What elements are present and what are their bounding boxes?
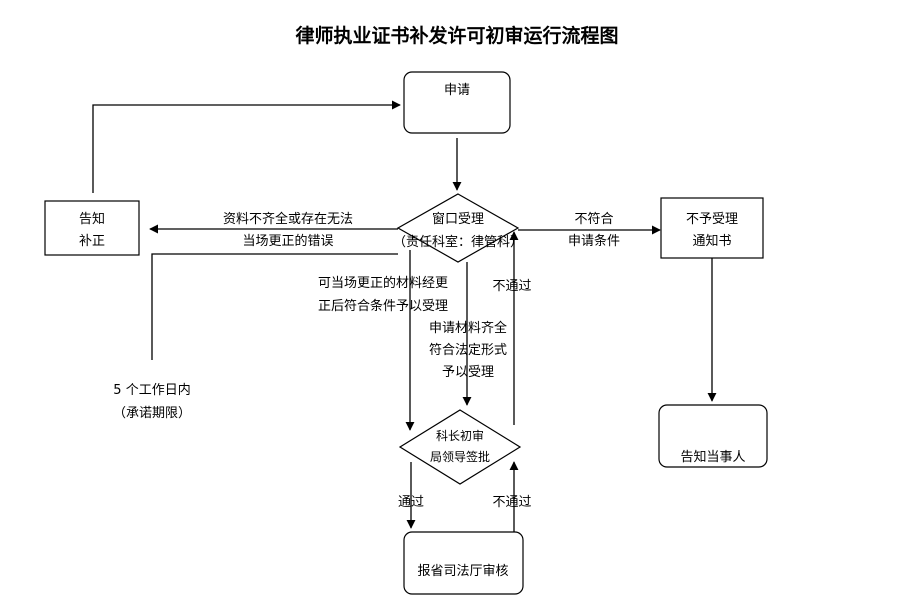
svg-text:正后符合条件予以受理: 正后符合条件予以受理 xyxy=(318,298,448,314)
node-not-accept-notice: 不予受理 通知书 xyxy=(660,197,764,259)
svg-text:符合法定形式: 符合法定形式 xyxy=(429,342,507,358)
svg-text:予以受理: 予以受理 xyxy=(442,365,494,380)
node-inform-party: 告知当事人 xyxy=(658,404,768,468)
node-not-accept-label-1: 不予受理 xyxy=(686,212,738,227)
label-complete: 申请材料齐全 符合法定形式 予以受理 xyxy=(429,320,507,380)
node-notify-fix: 告知 补正 xyxy=(44,200,140,256)
node-window-label-1: 窗口受理 xyxy=(432,211,484,227)
node-review: 科长初审 局领导签批 xyxy=(398,409,522,485)
node-review-label-1: 科长初审 xyxy=(436,428,484,443)
label-incomplete: 资料不齐全或存在无法 当场更正的错误 xyxy=(223,211,353,249)
svg-text:5 个工作日内: 5 个工作日内 xyxy=(113,382,190,398)
label-correctable: 可当场更正的材料经更 正后符合条件予以受理 xyxy=(318,275,448,314)
node-window-accept: 窗口受理 （责任科室：律管科） xyxy=(393,193,523,263)
node-notify-fix-label-2: 补正 xyxy=(79,234,105,249)
svg-text:申请材料齐全: 申请材料齐全 xyxy=(429,320,507,336)
node-review-label-2: 局领导签批 xyxy=(430,449,490,464)
page-title: 律师执业证书补发许可初审运行流程图 xyxy=(294,24,618,47)
svg-text:可当场更正的材料经更: 可当场更正的材料经更 xyxy=(318,275,448,291)
label-not-meet: 不符合 申请条件 xyxy=(568,211,620,249)
node-report-label: 报省司法厅审核 xyxy=(417,564,508,579)
edge-fix-to-apply xyxy=(92,100,401,193)
svg-text:当场更正的错误: 当场更正的错误 xyxy=(242,233,333,249)
label-deadline: 5 个工作日内 （承诺期限） xyxy=(113,382,191,421)
label-pass: 通过 xyxy=(398,495,424,510)
edge-deadline-line xyxy=(151,253,398,360)
svg-text:申请条件: 申请条件 xyxy=(568,233,620,249)
node-apply-label: 申请 xyxy=(444,83,470,98)
label-fail-report: 不通过 xyxy=(492,495,531,510)
node-apply: 申请 xyxy=(403,71,511,134)
node-report: 报省司法厅审核 xyxy=(403,531,524,595)
svg-text:（承诺期限）: （承诺期限） xyxy=(113,406,191,421)
node-window-label-2: （责任科室：律管科） xyxy=(393,234,523,250)
node-not-accept-label-2: 通知书 xyxy=(692,233,731,249)
node-inform-party-label: 告知当事人 xyxy=(680,449,745,465)
label-fail-window: 不通过 xyxy=(492,279,531,294)
node-notify-fix-label-1: 告知 xyxy=(79,211,105,227)
svg-text:不符合: 不符合 xyxy=(574,211,613,227)
svg-text:资料不齐全或存在无法: 资料不齐全或存在无法 xyxy=(223,211,353,227)
